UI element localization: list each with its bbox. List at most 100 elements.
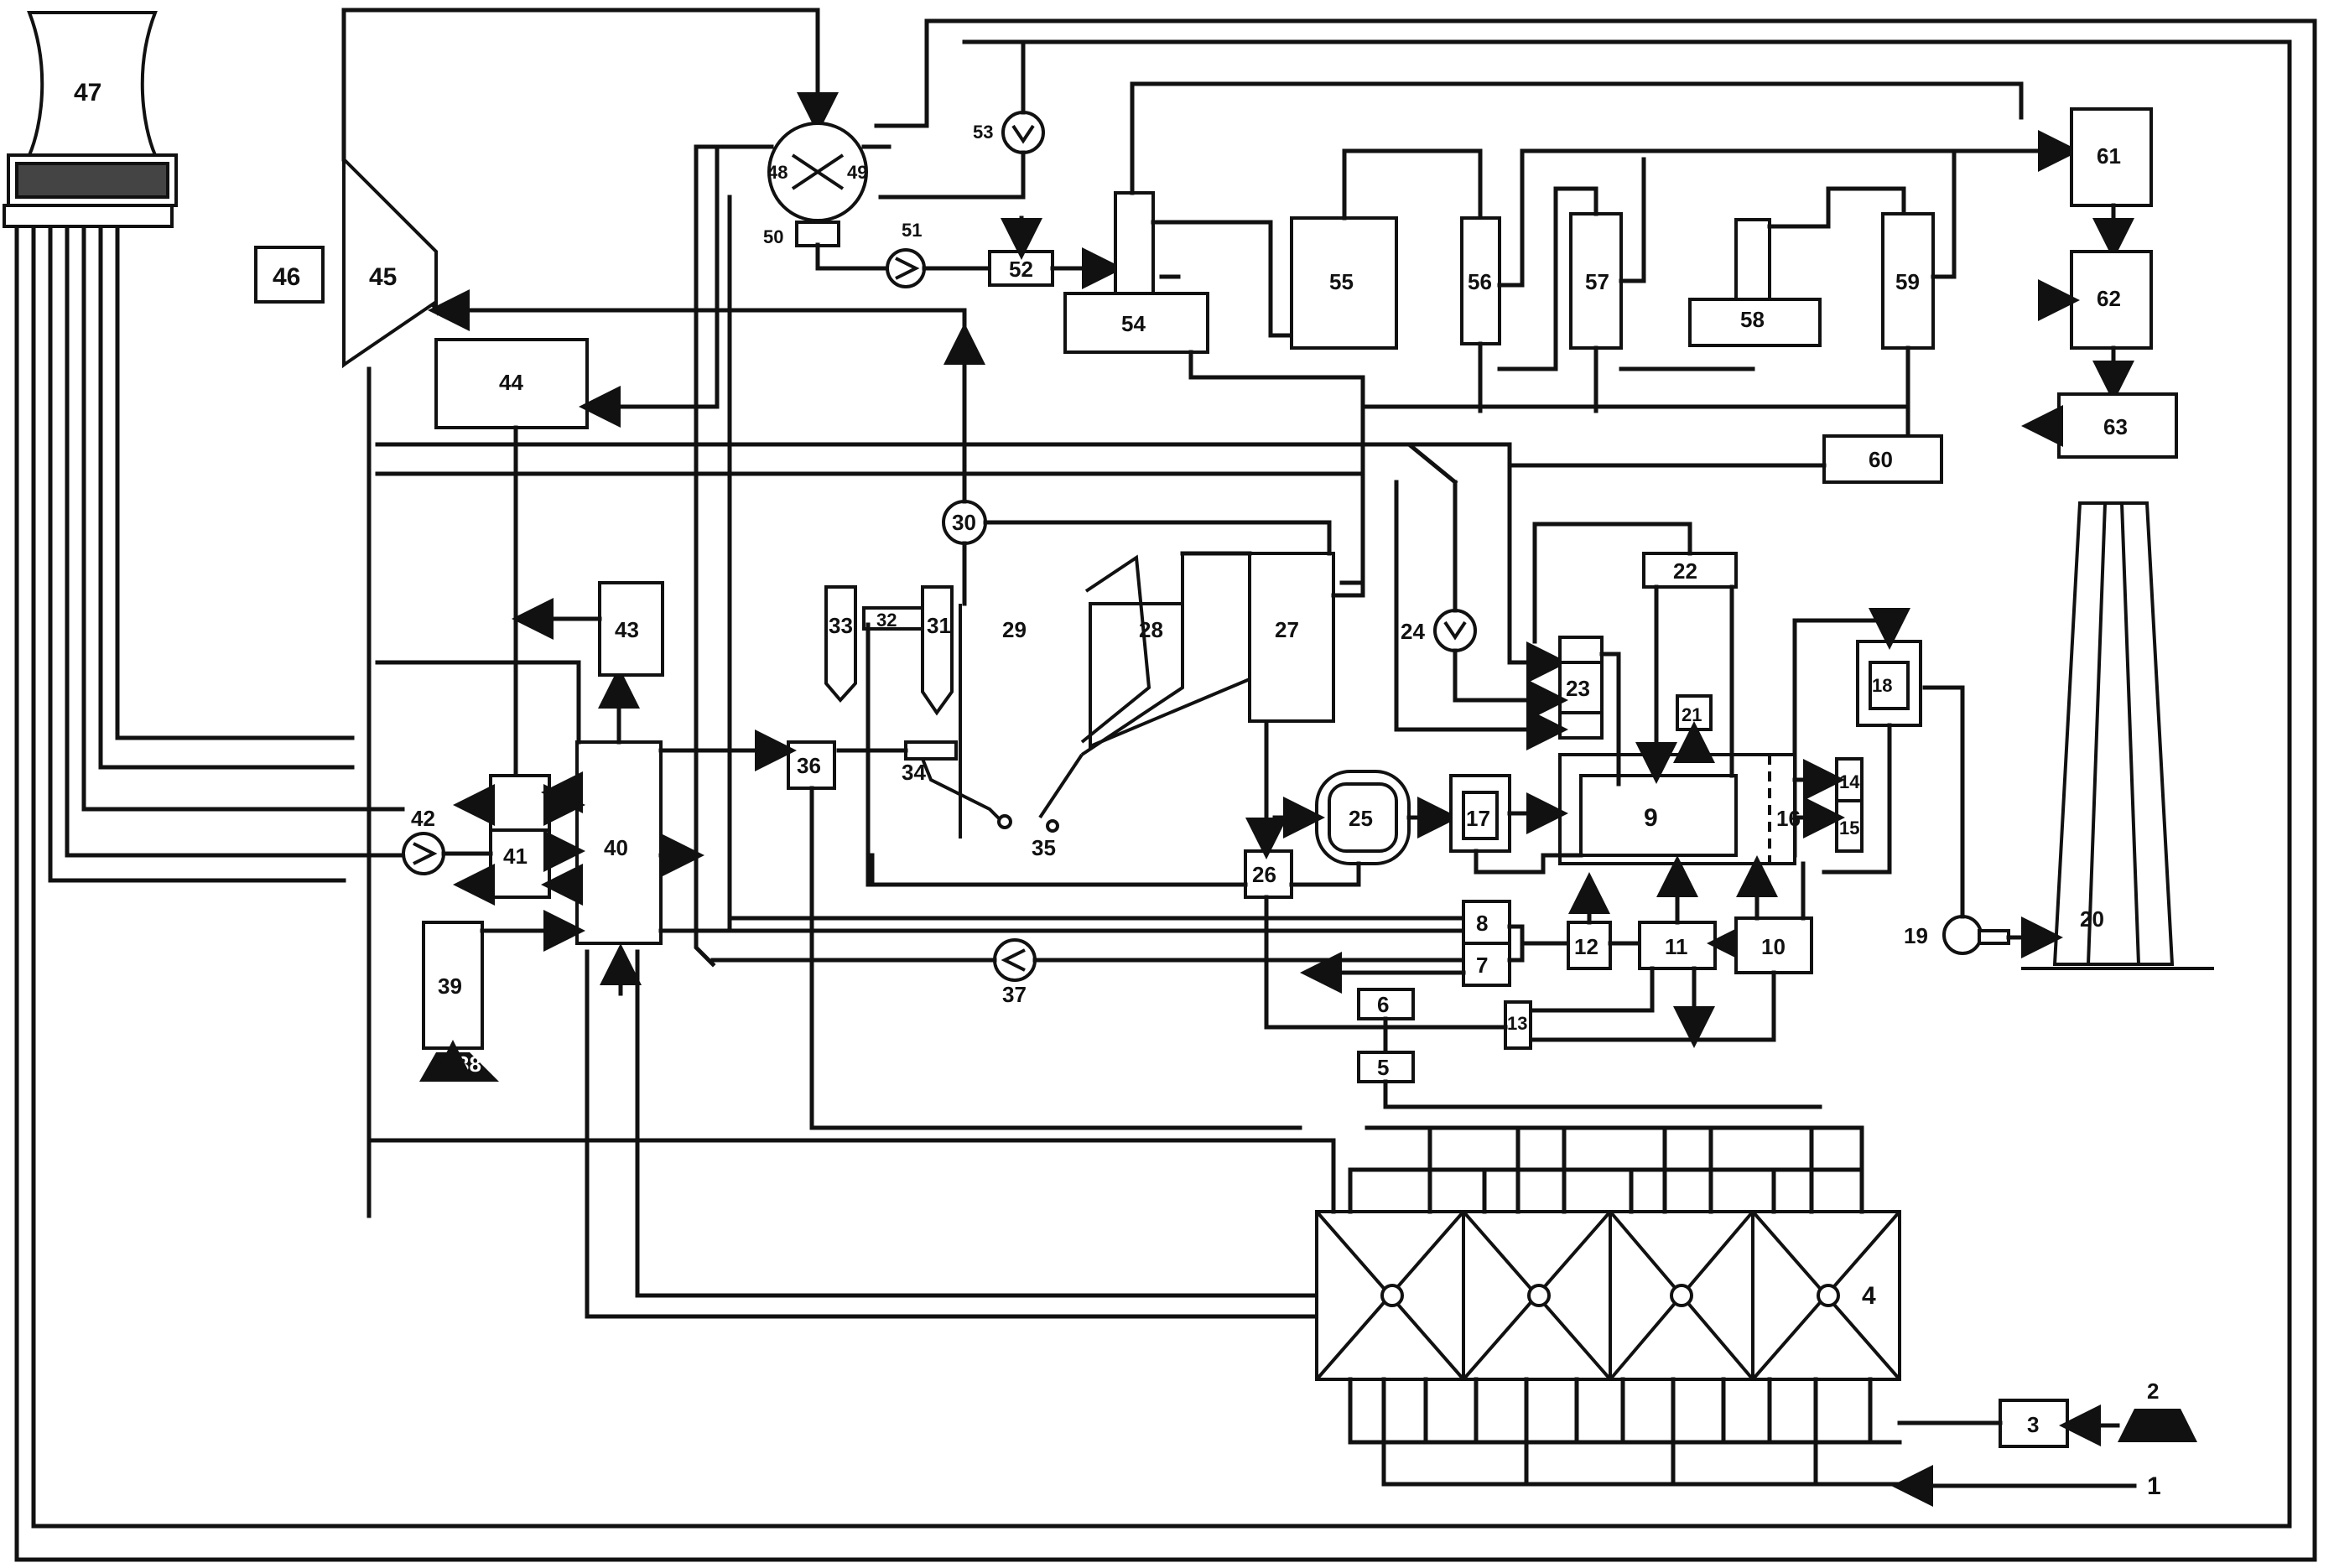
- label-49: 49: [847, 162, 867, 183]
- label-7: 7: [1476, 953, 1488, 978]
- label-50: 50: [763, 226, 783, 247]
- unit-29: 29: [959, 604, 1084, 839]
- label-11: 11: [1665, 934, 1688, 959]
- unit-43: 43: [598, 581, 664, 677]
- unit-63: 63: [2057, 392, 2178, 459]
- label-36: 36: [797, 753, 821, 778]
- label-27: 27: [1275, 617, 1299, 642]
- unit-12: 12: [1567, 921, 1612, 970]
- label-30: 30: [952, 510, 976, 535]
- unit-17: 17: [1449, 774, 1511, 853]
- label-31: 31: [927, 613, 951, 638]
- chimney-20: 20: [2021, 501, 2214, 970]
- label-58: 58: [1740, 307, 1765, 332]
- label-14: 14: [1839, 771, 1860, 792]
- label-17: 17: [1466, 806, 1490, 831]
- unit-30: 30: [942, 500, 987, 545]
- label-5: 5: [1377, 1055, 1389, 1080]
- label-1: 1: [2147, 1472, 2161, 1500]
- unit-61: 61: [2070, 107, 2153, 207]
- turbine-45: 45: [342, 155, 438, 369]
- unit-11: 11: [1638, 921, 1717, 970]
- unit-5: 5: [1357, 1051, 1415, 1083]
- unit-39: 39: [422, 921, 484, 1050]
- pump-37: 37: [993, 938, 1037, 1007]
- label-28: 28: [1139, 617, 1163, 642]
- unit-40: 40: [575, 740, 663, 945]
- label-12: 12: [1574, 934, 1598, 959]
- generator-46: 46: [254, 246, 325, 304]
- label-10: 10: [1761, 934, 1786, 959]
- pile-2: 2: [2118, 1378, 2197, 1442]
- unit-56: 56: [1460, 216, 1501, 345]
- unit-27: 27: [1248, 552, 1335, 723]
- label-18: 18: [1872, 675, 1892, 696]
- unit-32: 32: [862, 606, 924, 631]
- label-60: 60: [1869, 447, 1893, 472]
- unit-55: 55: [1290, 216, 1398, 350]
- heat-exchanger-48-49: 48 49 50: [763, 122, 868, 247]
- label-25: 25: [1349, 806, 1373, 831]
- label-54: 54: [1121, 311, 1146, 336]
- label-63: 63: [2103, 414, 2128, 439]
- label-15: 15: [1839, 818, 1859, 839]
- label-44: 44: [499, 370, 523, 395]
- label-37: 37: [1002, 982, 1027, 1007]
- pump-24: 24: [1401, 609, 1477, 652]
- label-21: 21: [1682, 704, 1702, 725]
- label-13: 13: [1507, 1013, 1527, 1034]
- unit-52: 52: [988, 250, 1054, 287]
- label-19: 19: [1904, 923, 1928, 948]
- unit-59: 59: [1881, 212, 1935, 350]
- unit-31: 31: [921, 585, 954, 716]
- unit-8: 8: [1462, 900, 1511, 945]
- label-34: 34: [902, 760, 926, 785]
- label-43: 43: [615, 617, 639, 642]
- label-48: 48: [767, 162, 788, 183]
- label-2: 2: [2147, 1378, 2159, 1404]
- label-57: 57: [1585, 269, 1609, 294]
- outer-loops: [14, 18, 2317, 1562]
- unit-23: 23: [1558, 636, 1604, 740]
- label-29: 29: [1002, 617, 1027, 642]
- label-47: 47: [74, 79, 101, 106]
- unit-22: 22: [1642, 552, 1738, 589]
- unit-36: 36: [787, 740, 836, 790]
- unit-3: 3: [1999, 1399, 2069, 1448]
- label-52: 52: [1009, 257, 1033, 282]
- label-51: 51: [902, 220, 922, 241]
- label-42: 42: [411, 806, 435, 831]
- unit-62: 62: [2070, 250, 2153, 350]
- unit-57: 57: [1569, 212, 1623, 350]
- pump-51: 51: [886, 220, 926, 288]
- pump-42: 42: [402, 806, 445, 875]
- unit-35: 35: [1032, 819, 1059, 860]
- unit-14: 14: [1835, 757, 1864, 802]
- label-53: 53: [973, 122, 993, 143]
- label-40: 40: [604, 835, 628, 860]
- label-32: 32: [876, 610, 897, 631]
- unit-58: 58: [1688, 218, 1822, 347]
- unit-54: 54: [1063, 191, 1209, 354]
- label-38: 38: [457, 1051, 481, 1077]
- unit-6: 6: [1357, 988, 1415, 1020]
- label-39: 39: [438, 974, 462, 999]
- label-26: 26: [1252, 862, 1276, 887]
- label-61: 61: [2097, 143, 2121, 169]
- label-3: 3: [2027, 1412, 2039, 1437]
- unit-25: 25: [1315, 770, 1411, 865]
- unit-7: 7: [1462, 942, 1511, 987]
- label-9: 9: [1644, 804, 1658, 832]
- unit-4: 4: [1315, 1210, 1901, 1381]
- label-24: 24: [1401, 619, 1425, 644]
- pump-53: 53: [973, 111, 1045, 154]
- unit-9: 9 16: [1558, 753, 1801, 865]
- unit-34: 34: [902, 740, 1012, 829]
- unit-15: 15: [1835, 799, 1864, 853]
- label-8: 8: [1476, 911, 1488, 936]
- label-55: 55: [1329, 269, 1354, 294]
- label-33: 33: [829, 613, 853, 638]
- cooling-tower-47: 47: [3, 11, 178, 228]
- label-56: 56: [1468, 269, 1492, 294]
